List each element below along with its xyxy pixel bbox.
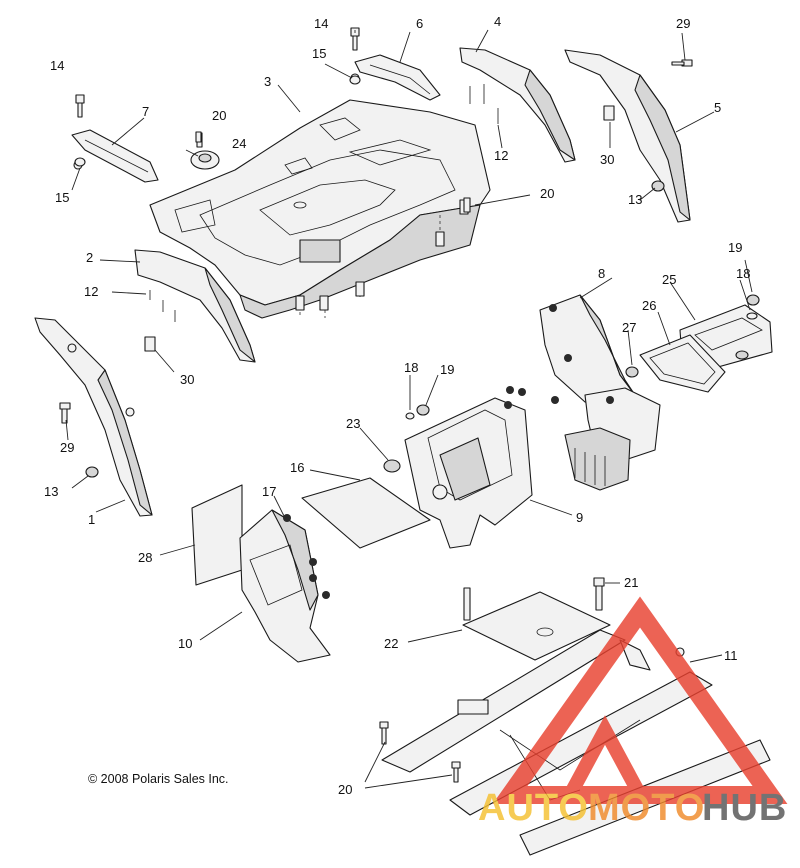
callout-12: 12 <box>84 284 98 299</box>
callout-18: 18 <box>404 360 418 375</box>
callout-23: 23 <box>346 416 360 431</box>
callout-26: 26 <box>642 298 656 313</box>
callout-20: 20 <box>212 108 226 123</box>
callout-18: 18 <box>736 266 750 281</box>
part-1-fender <box>34 317 153 517</box>
callout-4: 4 <box>494 14 501 29</box>
watermark-hub: HUB <box>702 787 787 829</box>
copyright-notice: © 2008 Polaris Sales Inc. <box>88 772 229 786</box>
callout-30: 30 <box>180 372 194 387</box>
watermark-auto: AUTO <box>478 787 589 829</box>
callout-20: 20 <box>338 782 352 797</box>
part-6-rail <box>350 54 441 101</box>
automotohub-watermark: AUTO MOTO HUB <box>478 596 788 829</box>
part-7-rail <box>71 129 159 183</box>
part-8-storage-bin <box>539 294 661 491</box>
callout-21: 21 <box>624 575 638 590</box>
watermark-moto: MOTO <box>588 787 705 829</box>
callout-20: 20 <box>540 186 554 201</box>
callout-11: 11 <box>724 648 738 663</box>
callout-17: 17 <box>262 484 276 499</box>
callout-30: 30 <box>600 152 614 167</box>
watermark-inner-triangle-icon <box>563 715 647 799</box>
callout-29: 29 <box>676 16 690 31</box>
part-22-plate <box>462 587 611 661</box>
callout-25: 25 <box>662 272 676 287</box>
part-26-gasket <box>639 334 726 393</box>
callout-28: 28 <box>138 550 152 565</box>
callout-15: 15 <box>312 46 326 61</box>
callout-8: 8 <box>598 266 605 281</box>
part-4-side-panel <box>459 47 576 163</box>
callout-6: 6 <box>416 16 423 31</box>
callout-13: 13 <box>628 192 642 207</box>
part-5-fender <box>564 49 691 223</box>
callout-1: 1 <box>88 512 95 527</box>
callout-13: 13 <box>44 484 58 499</box>
part-28-panel <box>191 484 243 586</box>
part-16-mat <box>301 477 431 549</box>
callout-19: 19 <box>440 362 454 377</box>
callout-15: 15 <box>55 190 69 205</box>
callout-5: 5 <box>714 100 721 115</box>
part-21-bolt <box>593 577 605 611</box>
part-18-19-fasteners <box>405 294 760 420</box>
callout-7: 7 <box>142 104 149 119</box>
part-3-cargo-box <box>149 99 491 319</box>
callout-16: 16 <box>290 460 304 475</box>
part-24-bracket <box>190 132 220 170</box>
part-27-grommet <box>625 366 639 378</box>
callout-3: 3 <box>264 74 271 89</box>
callout-27: 27 <box>622 320 636 335</box>
callout-24: 24 <box>232 136 246 151</box>
callout-19: 19 <box>728 240 742 255</box>
part-9-center-bin <box>404 386 533 549</box>
callout-labels: 14 6 4 29 14 15 3 5 7 20 24 15 12 30 13 … <box>44 14 750 797</box>
part-10-storage-bin <box>239 509 331 663</box>
part-2-side-panel <box>134 249 256 363</box>
callout-12: 12 <box>494 148 508 163</box>
callout-14: 14 <box>314 16 328 31</box>
callout-9: 9 <box>576 510 583 525</box>
callout-2: 2 <box>86 250 93 265</box>
part-23-grommet <box>383 459 401 473</box>
callout-29: 29 <box>60 440 74 455</box>
callout-22: 22 <box>384 636 398 651</box>
callout-10: 10 <box>178 636 192 651</box>
leader-lines <box>65 29 753 789</box>
callout-14: 14 <box>50 58 64 73</box>
